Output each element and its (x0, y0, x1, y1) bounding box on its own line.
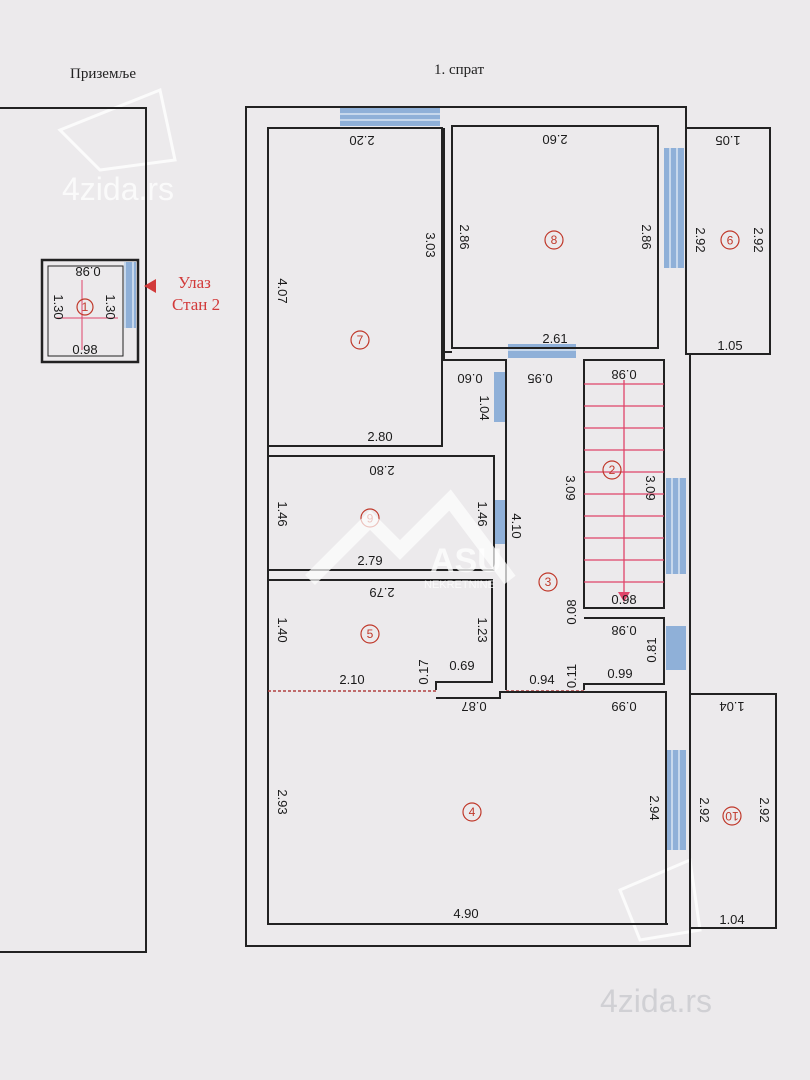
dim-r8-top: 2.60 (542, 132, 567, 147)
dim-r7-bottom: 2.80 (367, 429, 392, 444)
entrance-label-2: Стан 2 (172, 295, 220, 314)
dim-r10-bottom: 1.04 (719, 912, 744, 927)
dim-r6-left: 1.46 (275, 501, 290, 526)
dim-wc-bottom: 0.99 (607, 666, 632, 681)
room-1: 1 0.98 0.98 1.30 1.30 (40, 258, 140, 364)
room-4-marker (462, 802, 482, 822)
dim-st-008: 0.08 (564, 599, 579, 624)
room-4: 4 0.87 0.99 2.93 2.94 4.90 (275, 691, 667, 924)
room-7-marker (350, 330, 370, 350)
dim-r9-bottom: 1.05 (717, 338, 742, 353)
dim-r9-top: 1.05 (715, 133, 740, 148)
room-5: 5 2.79 1.40 1.23 2.10 0.17 0.69 (268, 579, 493, 692)
dim-r4-right: 2.94 (647, 795, 662, 820)
room-10-number: 10 (725, 809, 739, 823)
asu-watermark-text: ASU (430, 542, 502, 580)
dim-r4-099: 0.99 (611, 699, 636, 714)
room-3-marker (538, 572, 558, 592)
dim-r4-087: 0.87 (461, 699, 486, 714)
dim-r8-left: 2.86 (457, 224, 472, 249)
room-1-number: 1 (82, 300, 89, 314)
dim-wc-right: 0.81 (644, 637, 659, 662)
dim-st-left: 3.09 (563, 475, 578, 500)
watermark-frames (57, 87, 702, 942)
dim-r7-top: 2.20 (349, 133, 374, 148)
dim-r7-right: 3.03 (423, 232, 438, 257)
dim-r9-left: 2.92 (693, 227, 708, 252)
room-2-stairs: 2 0.98 3.09 3.09 0.98 0.08 (563, 359, 665, 625)
room-3: 3 4.10 0.94 (443, 128, 584, 692)
window (124, 262, 136, 328)
room-5-number: 5 (367, 627, 374, 641)
dim-r4-bottom: 4.90 (453, 906, 478, 921)
windows (340, 108, 686, 850)
room-wc: 0.98 0.81 0.99 0.11 (564, 617, 665, 690)
entrance-label-1: Улаз (178, 273, 211, 292)
dim-corr-104: 1.04 (477, 395, 492, 420)
dim-r6-top: 2.80 (369, 463, 394, 478)
dim-r5-top: 2.79 (369, 585, 394, 600)
room-4-number: 4 (469, 805, 476, 819)
dim-r1-right: 1.30 (103, 294, 118, 319)
dim-st-right: 3.09 (643, 475, 658, 500)
first-floor-label: 1. спрат (434, 62, 484, 78)
dim-r10-top: 1.04 (719, 699, 744, 714)
dim-wc-011: 0.11 (564, 664, 579, 688)
room-9: 9 1.05 2.92 2.92 1.05 (686, 127, 771, 355)
dim-r10-right: 2.92 (757, 797, 772, 822)
dim-r8-right: 2.86 (639, 224, 654, 249)
room-8-number: 8 (551, 233, 558, 247)
dim-r6-bottom: 2.79 (357, 553, 382, 568)
dim-st-top: 0.98 (611, 367, 636, 382)
room-9-marker (720, 230, 740, 250)
dim-r7-left: 4.07 (275, 278, 290, 303)
dim-st-bottom: 0.98 (611, 592, 636, 607)
dim-corr-060: 0.60 (457, 371, 482, 386)
dim-r8-bottom: 2.61 (542, 331, 567, 346)
dim-r5-left: 1.40 (275, 617, 290, 642)
room-2-marker (602, 460, 622, 480)
room-2-number: 2 (609, 463, 616, 477)
room-8-marker (544, 230, 564, 250)
entrance-marker: Улаз Стан 2 (144, 273, 220, 314)
watermark-top: 4zida.rs (62, 171, 174, 207)
dim-wc-top: 0.98 (611, 623, 636, 638)
room-10-marker (722, 806, 742, 826)
dim-r4-left: 2.93 (275, 789, 290, 814)
dim-r5-069: 0.69 (449, 658, 474, 673)
room-7: 7 2.20 4.07 3.03 2.80 (267, 127, 443, 447)
asu-watermark-sub: NEKRETNINE (424, 579, 495, 591)
room-3-number: 3 (545, 575, 552, 589)
room-10: 10 1.04 2.92 2.92 1.04 (690, 693, 777, 929)
dim-r5-017: 0.17 (416, 659, 431, 684)
watermark-bottom: 4zida.rs (600, 983, 712, 1019)
ground-floor-outline (0, 107, 147, 953)
stairs-arrow-icon (618, 592, 630, 602)
dim-corr-095: 0.95 (527, 371, 552, 386)
room-1-marker (76, 298, 94, 316)
room-6: 6 2.80 1.46 1.46 2.79 (267, 455, 495, 571)
dim-r1-left: 1.30 (51, 294, 66, 319)
dim-r10-left: 2.92 (697, 797, 712, 822)
room-8: 8 2.60 2.86 2.86 2.61 (451, 125, 659, 349)
dim-r5-bottom: 2.10 (339, 672, 364, 687)
ground-floor-label: Приземље (70, 66, 136, 82)
corridor-dims: 0.60 1.04 0.95 (457, 371, 552, 421)
room-9-number: 9 (726, 233, 733, 247)
entrance-arrow-icon (144, 279, 156, 293)
dim-r1-bottom: 0.98 (72, 342, 97, 357)
room-7-number: 7 (357, 333, 364, 347)
dim-r9-right: 2.92 (751, 227, 766, 252)
asu-watermark: ASU NEKRETNINE (305, 489, 516, 591)
room-5-marker (360, 624, 380, 644)
dim-r6-right: 1.46 (475, 501, 490, 526)
dim-r5-right: 1.23 (475, 617, 490, 642)
dim-r3-410: 4.10 (509, 513, 524, 538)
dim-r3-094: 0.94 (529, 672, 554, 687)
dim-r1-top: 0.98 (75, 264, 100, 279)
